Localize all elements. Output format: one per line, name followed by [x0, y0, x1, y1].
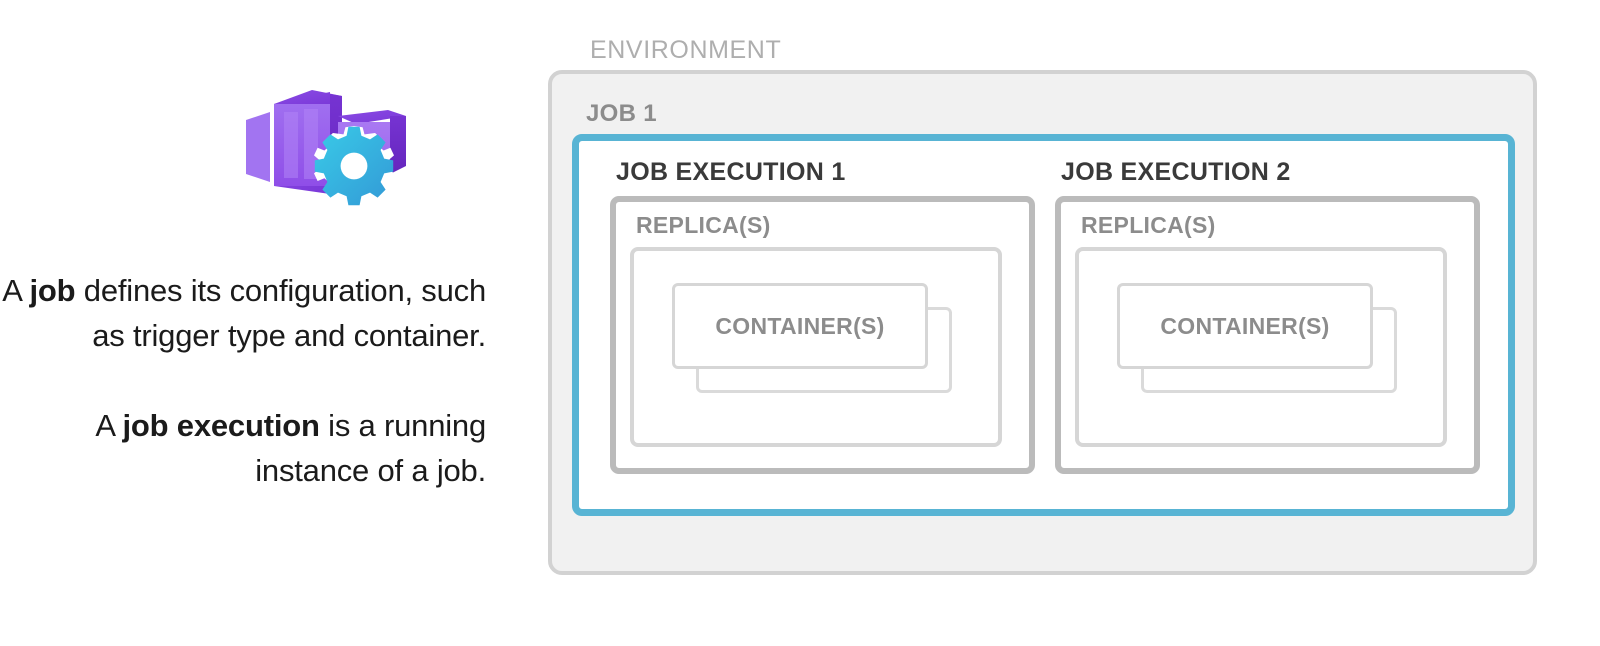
container-label: CONTAINER(S) [715, 312, 885, 339]
environment-label: ENVIRONMENT [590, 36, 782, 64]
replica-outer-box: REPLICA(S) CONTAINER(S) [610, 196, 1035, 474]
job-label: JOB 1 [586, 100, 657, 127]
azure-container-apps-jobs-icon [238, 82, 418, 212]
container-label: CONTAINER(S) [1160, 312, 1330, 339]
container-box-primary: CONTAINER(S) [672, 283, 928, 369]
replica-label: REPLICA(S) [1081, 212, 1216, 238]
job-execution-label: JOB EXECUTION 1 [616, 158, 846, 186]
job-execution-2: JOB EXECUTION 2 REPLICA(S) CONTAINER(S) [1055, 158, 1500, 483]
replica-inner-box: CONTAINER(S) [1075, 247, 1447, 447]
replica-label: REPLICA(S) [636, 212, 771, 238]
container-stack: CONTAINER(S) [672, 283, 962, 413]
job-execution-label: JOB EXECUTION 2 [1061, 158, 1291, 186]
job-execution-1: JOB EXECUTION 1 REPLICA(S) CONTAINER(S) [610, 158, 1055, 483]
replica-inner-box: CONTAINER(S) [630, 247, 1002, 447]
description-text: A job defines its configuration, such as… [0, 268, 486, 493]
replica-outer-box: REPLICA(S) CONTAINER(S) [1055, 196, 1480, 474]
container-stack: CONTAINER(S) [1117, 283, 1407, 413]
container-box-primary: CONTAINER(S) [1117, 283, 1373, 369]
paragraph-job-definition: A job defines its configuration, such as… [2, 273, 486, 353]
explanation-panel: A job defines its configuration, such as… [0, 0, 500, 646]
paragraph-job-execution-definition: A job execution is a running instance of… [95, 408, 486, 488]
